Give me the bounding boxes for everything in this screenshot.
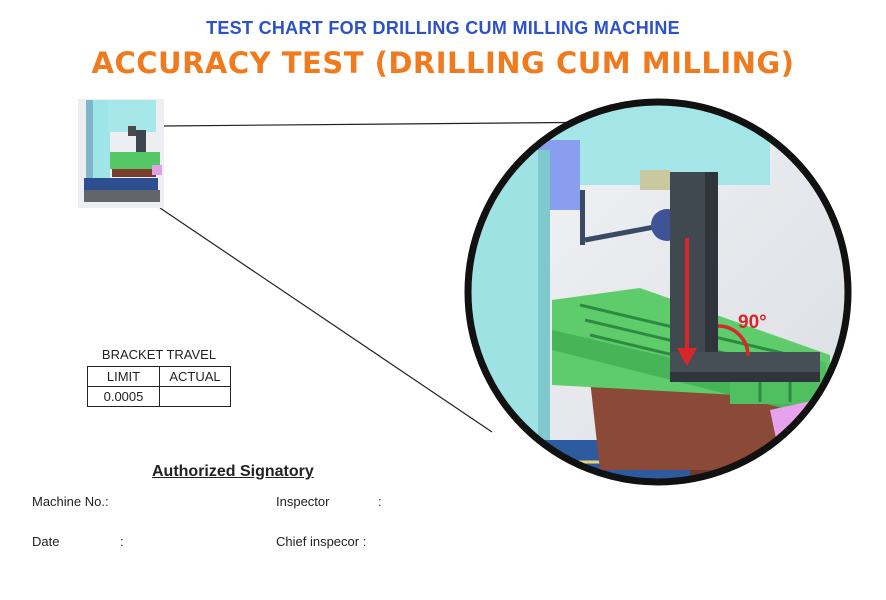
bracket-travel-caption: BRACKET TRAVEL	[101, 347, 217, 362]
inspector-label: Inspector	[276, 494, 330, 509]
inspector-colon: :	[378, 494, 382, 509]
chart-title: TEST CHART FOR DRILLING CUM MILLING MACH…	[206, 18, 680, 38]
cell-actual-value[interactable]	[159, 386, 231, 407]
zoom-line-bottom	[159, 207, 493, 433]
table-header-row: LIMIT ACTUAL	[87, 366, 231, 387]
zoom-line-top	[162, 121, 626, 127]
magnified-view	[468, 102, 848, 482]
authorized-signatory-heading: Authorized Signatory	[152, 463, 314, 480]
cell-limit-value: 0.0005	[87, 386, 160, 407]
magnifier-ring	[464, 98, 852, 486]
bracket-travel-table: LIMIT ACTUAL 0.0005	[87, 366, 231, 407]
angle-arc-icon	[717, 324, 750, 357]
angle-label: 90°	[738, 312, 767, 333]
date-colon: :	[120, 534, 124, 549]
table-row: 0.0005	[87, 386, 231, 407]
test-title: ACCURACY TEST (DRILLING CUM MILLING)	[91, 46, 795, 80]
date-label: Date	[32, 534, 60, 549]
travel-arrow-icon	[677, 238, 697, 366]
machine-no-label: Machine No.:	[32, 494, 109, 509]
machine-thumbnail	[78, 99, 164, 208]
header-limit: LIMIT	[87, 366, 160, 387]
chief-inspector-label: Chief inspecor :	[276, 534, 367, 549]
header-actual: ACTUAL	[159, 366, 231, 387]
